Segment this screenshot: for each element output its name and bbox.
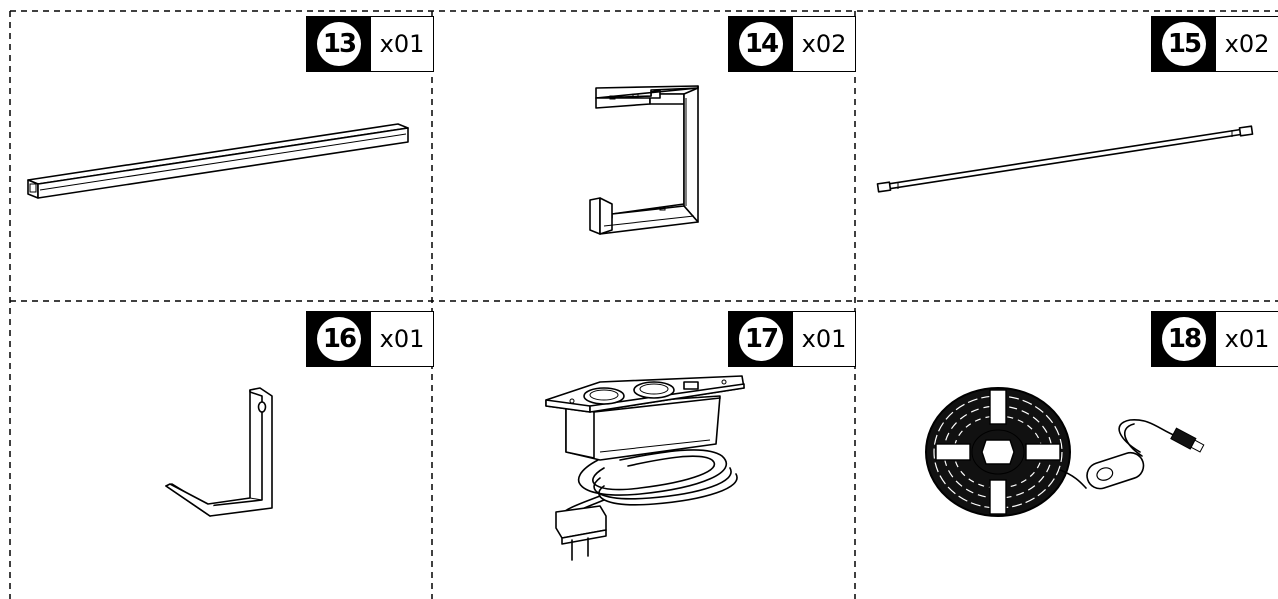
part-label-13: 13 x01 (306, 16, 434, 72)
part-label-16: 16 x01 (306, 311, 434, 367)
part-cell-14: 14 x02 (432, 11, 856, 301)
part-cell-17: 17 x01 (432, 301, 856, 599)
part-label-17: 17 x01 (728, 311, 856, 367)
part-quantity-17: x01 (793, 312, 855, 366)
part-number-13: 13 (317, 22, 361, 66)
part-number-16: 16 (317, 317, 361, 361)
part-number-18: 18 (1162, 317, 1206, 361)
part-label-15: 15 x02 (1151, 16, 1278, 72)
part-number-14: 14 (739, 22, 783, 66)
part-cell-18: 18 x01 (855, 301, 1278, 599)
part-cell-16: 16 x01 (10, 301, 434, 599)
part-number-17: 17 (739, 317, 783, 361)
part-quantity-18: x01 (1216, 312, 1278, 366)
part-quantity-14: x02 (793, 17, 855, 71)
part-quantity-15: x02 (1216, 17, 1278, 71)
part-label-18: 18 x01 (1151, 311, 1278, 367)
part-quantity-13: x01 (371, 17, 433, 71)
part-label-14: 14 x02 (728, 16, 856, 72)
part-quantity-16: x01 (371, 312, 433, 366)
part-number-15: 15 (1162, 22, 1206, 66)
part-cell-15: 15 x02 (855, 11, 1278, 301)
part-cell-13: 13 x01 (10, 11, 434, 301)
